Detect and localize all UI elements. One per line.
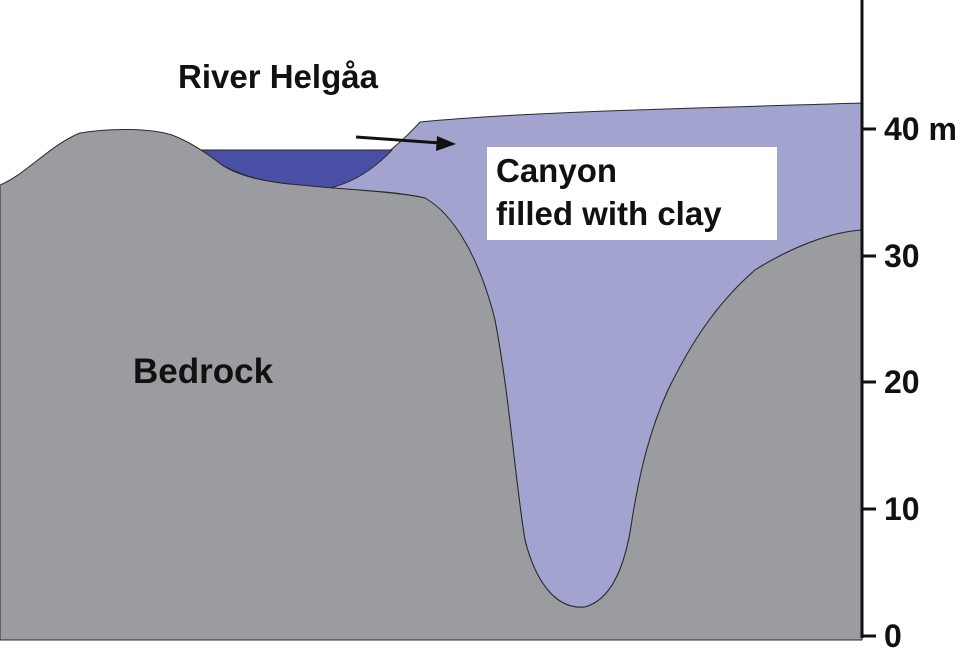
axis-tick-label: 0 <box>884 618 902 648</box>
axis-tick-label: 40 m <box>884 111 957 147</box>
axis-tick-label: 30 <box>884 238 920 274</box>
arrow-shaft <box>355 135 441 145</box>
canyon-label-box: Canyon filled with clay <box>487 147 777 240</box>
canyon-label-line2: filled with clay <box>496 195 722 232</box>
axis-tick-label: 20 <box>884 364 920 400</box>
bedrock-label: Bedrock <box>133 352 274 391</box>
axis-tick-label: 10 <box>884 491 920 527</box>
river-label: River Helgåa <box>178 58 378 95</box>
canyon-label-line1: Canyon <box>496 152 618 189</box>
bedrock-fill <box>0 129 863 641</box>
arrow-head <box>436 136 456 151</box>
